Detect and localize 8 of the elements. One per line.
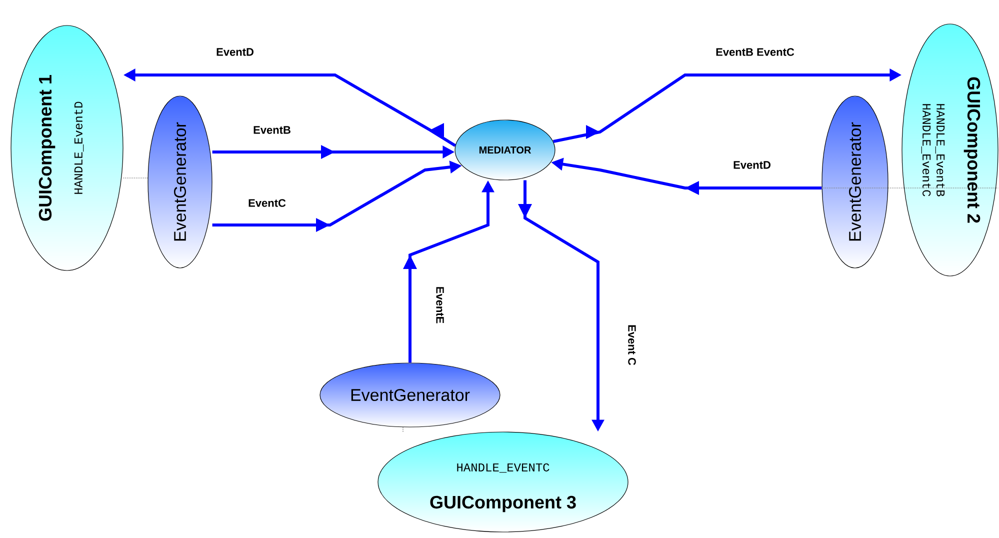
connector-line <box>402 426 404 432</box>
edge-label: EventD <box>216 48 254 56</box>
edge-label: EventE <box>436 287 444 324</box>
edge-label: Event C <box>628 325 636 366</box>
edge-label: EventB <box>254 126 290 134</box>
edge-label: EventB EventC <box>716 48 794 56</box>
edge-label: EventD <box>734 161 770 169</box>
edge-label: EventC <box>248 199 286 207</box>
